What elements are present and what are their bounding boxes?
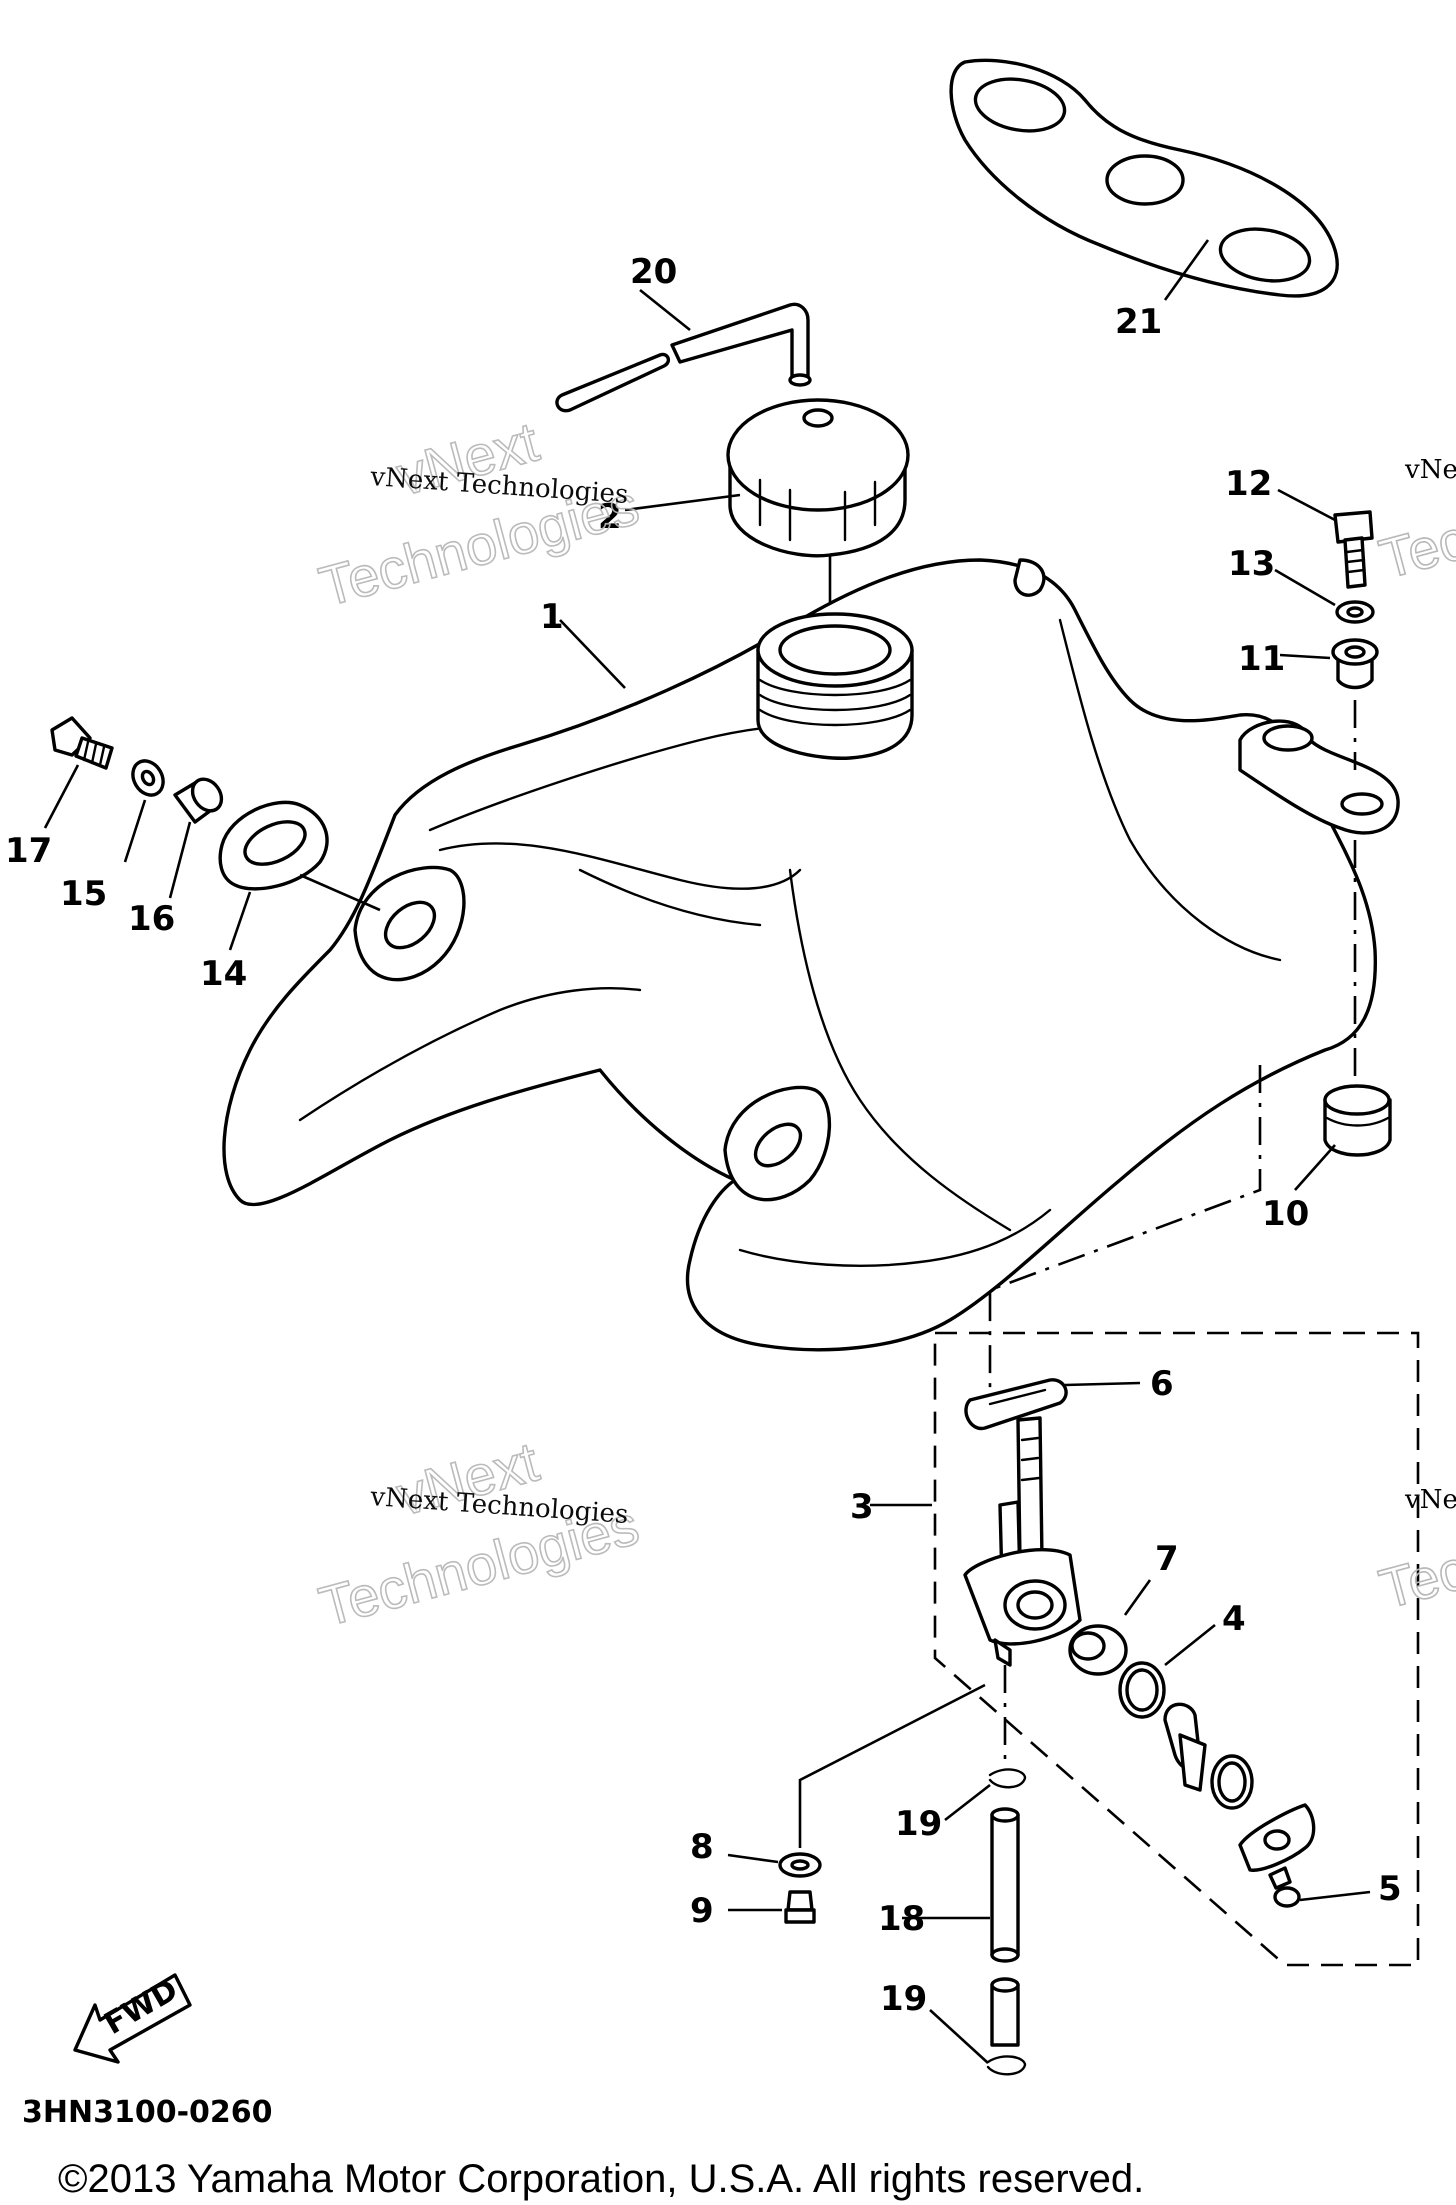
leader-20 (639, 288, 691, 332)
part-16-collar (173, 777, 224, 824)
part-17-bolt (50, 716, 114, 770)
part-12-bolt (1333, 510, 1374, 589)
leader-6 (1064, 1381, 1141, 1387)
part-8-washer (778, 1852, 822, 1878)
part-18-fuel-hose (990, 1807, 1020, 1963)
callout-15: 15 (60, 874, 107, 914)
callout-19-lower: 19 (880, 1979, 927, 2019)
callout-20: 20 (630, 252, 677, 292)
watermark-edge-big: Tec (1373, 1537, 1456, 1620)
grommet-to-tank (299, 873, 381, 912)
leader-19a (944, 1783, 991, 1822)
callout-7: 7 (1155, 1539, 1179, 1579)
callout-6: 6 (1150, 1364, 1174, 1404)
leader-1 (559, 619, 626, 689)
part-2-fuel-cap (726, 398, 910, 558)
callout-21: 21 (1115, 302, 1162, 342)
callout-4: 4 (1222, 1599, 1246, 1639)
part-14-grommet (218, 800, 329, 891)
leader-15 (123, 799, 147, 863)
part-13-washer (1335, 600, 1375, 624)
part-19-clip-upper (988, 1768, 1027, 1789)
part-21-cover-plate (949, 58, 1339, 298)
callout-5: 5 (1378, 1869, 1402, 1909)
part-4-o-ring (1118, 1661, 1166, 1719)
callout-10: 10 (1262, 1194, 1309, 1234)
assembly-line-cock (988, 1065, 1262, 1405)
leader-21 (1163, 239, 1210, 301)
leader-8-9-line (798, 1683, 986, 1848)
watermark-edge-upper: vNe Tec (1372, 455, 1456, 591)
watermark-edge-small: vNe (1404, 455, 1456, 485)
watermark-edge-middle: vNe Tec (1372, 1485, 1456, 1621)
callout-9: 9 (690, 1891, 714, 1931)
callout-3: 3 (850, 1487, 874, 1527)
part-15-washer (131, 759, 165, 797)
watermark-edge-small: vNe (1404, 1485, 1456, 1515)
part-5-screw (1268, 1866, 1301, 1908)
leader-13 (1274, 568, 1336, 607)
callout-2: 2 (598, 497, 622, 537)
copyright-notice: ©2013 Yamaha Motor Corporation, U.S.A. A… (58, 2157, 1144, 2201)
callout-19-upper: 19 (895, 1804, 942, 1844)
callout-12: 12 (1225, 464, 1272, 504)
leader-8 (727, 1853, 779, 1864)
part-20-breather-hose (555, 302, 812, 413)
part-9-drain-screw (784, 1890, 816, 1924)
fwd-arrow: FWD (73, 1972, 192, 2064)
leader-10 (1294, 1144, 1336, 1191)
watermark-edge-big: Tec (1373, 507, 1456, 590)
fuel-cock-body (963, 1416, 1082, 1667)
part-1-fuel-tank (222, 558, 1400, 1352)
leader-19b (929, 2009, 989, 2064)
leader-17 (43, 764, 80, 829)
callout-13: 13 (1228, 544, 1275, 584)
callout-8: 8 (690, 1827, 714, 1867)
part-6-gasket (964, 1378, 1068, 1431)
leader-5 (1299, 1890, 1371, 1902)
leader-16 (168, 821, 192, 899)
leader-11 (1279, 653, 1331, 660)
callout-11: 11 (1238, 639, 1285, 679)
callout-1: 1 (540, 597, 564, 637)
fuel-cock-o-ring (1210, 1754, 1254, 1810)
fuel-cock-lever (1163, 1702, 1207, 1792)
leader-12 (1277, 488, 1336, 522)
watermark-middle: vNext Technologies vNext Technologies (312, 1429, 646, 1639)
fuel-cock-cover-plate (1238, 1803, 1316, 1872)
fuel-hose-end (990, 1977, 1020, 2047)
leader-14 (228, 891, 252, 951)
leader-2 (624, 493, 741, 512)
leader-7 (1123, 1579, 1152, 1616)
leader-4 (1164, 1623, 1216, 1667)
watermark-upper: vNext Technologies vNext Technologies (312, 409, 646, 619)
callout-16: 16 (128, 899, 175, 939)
callout-14: 14 (200, 954, 247, 994)
part-19-clip-lower (986, 2055, 1027, 2076)
part-11-collar (1331, 638, 1379, 690)
callout-17: 17 (5, 831, 52, 871)
part-7-lever-knob (1068, 1624, 1128, 1676)
part-10-damper (1323, 1084, 1392, 1157)
diagram-code: 3HN3100-0260 (22, 2095, 273, 2130)
callout-18: 18 (878, 1899, 925, 1939)
